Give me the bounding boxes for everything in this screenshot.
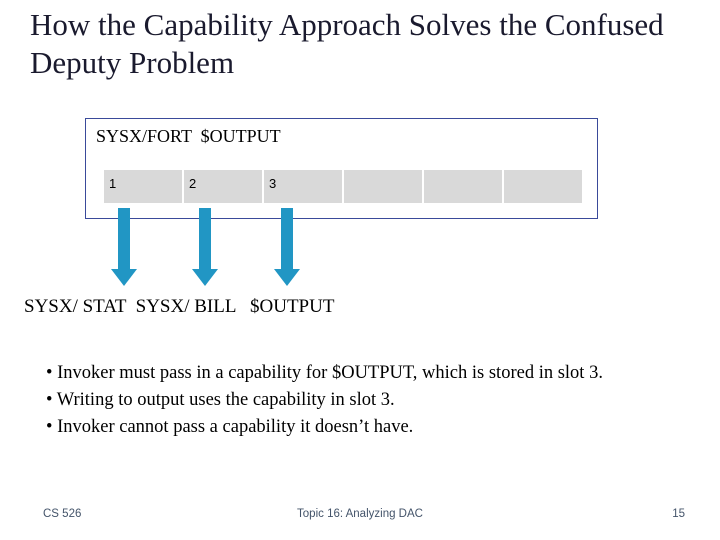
arrow-head <box>274 269 300 286</box>
bullet-item-3: • Invoker cannot pass a capability it do… <box>46 416 414 437</box>
capability-slot-6 <box>503 169 583 204</box>
footer-course-code: CS 526 <box>43 508 82 520</box>
arrow-shaft <box>281 208 293 269</box>
diagram-header-label: SYSX/FORT $OUTPUT <box>96 126 281 146</box>
bullet-list: • Invoker must pass in a capability for … <box>46 360 666 440</box>
slot-1-label: 1 <box>109 176 117 191</box>
arrow-slot-2 <box>192 208 218 286</box>
capability-target-labels: SYSX/ STAT SYSX/ BILL $OUTPUT <box>24 296 335 317</box>
capability-list-box: SYSX/FORT $OUTPUT 1 2 3 <box>85 118 598 219</box>
slot-2-label: 2 <box>189 176 197 191</box>
arrow-slot-3 <box>274 208 300 286</box>
arrow-head <box>111 269 137 286</box>
capability-slot-5 <box>423 169 503 204</box>
slot-3-label: 3 <box>269 176 277 191</box>
arrow-shaft <box>199 208 211 269</box>
capability-slot-1: 1 <box>103 169 183 204</box>
capability-slots: 1 2 3 <box>103 169 583 204</box>
page-title: How the Capability Approach Solves the C… <box>30 7 664 81</box>
arrow-head <box>192 269 218 286</box>
bullet-item-2: • Writing to output uses the capability … <box>46 389 395 410</box>
footer-page-number: 15 <box>672 508 685 520</box>
capability-slot-2: 2 <box>183 169 263 204</box>
arrow-shaft <box>118 208 130 269</box>
bullet-item-1: • Invoker must pass in a capability for … <box>46 363 603 383</box>
footer-topic: Topic 16: Analyzing DAC <box>297 508 423 520</box>
capability-slot-4 <box>343 169 423 204</box>
capability-slot-3: 3 <box>263 169 343 204</box>
arrow-slot-1 <box>111 208 137 286</box>
